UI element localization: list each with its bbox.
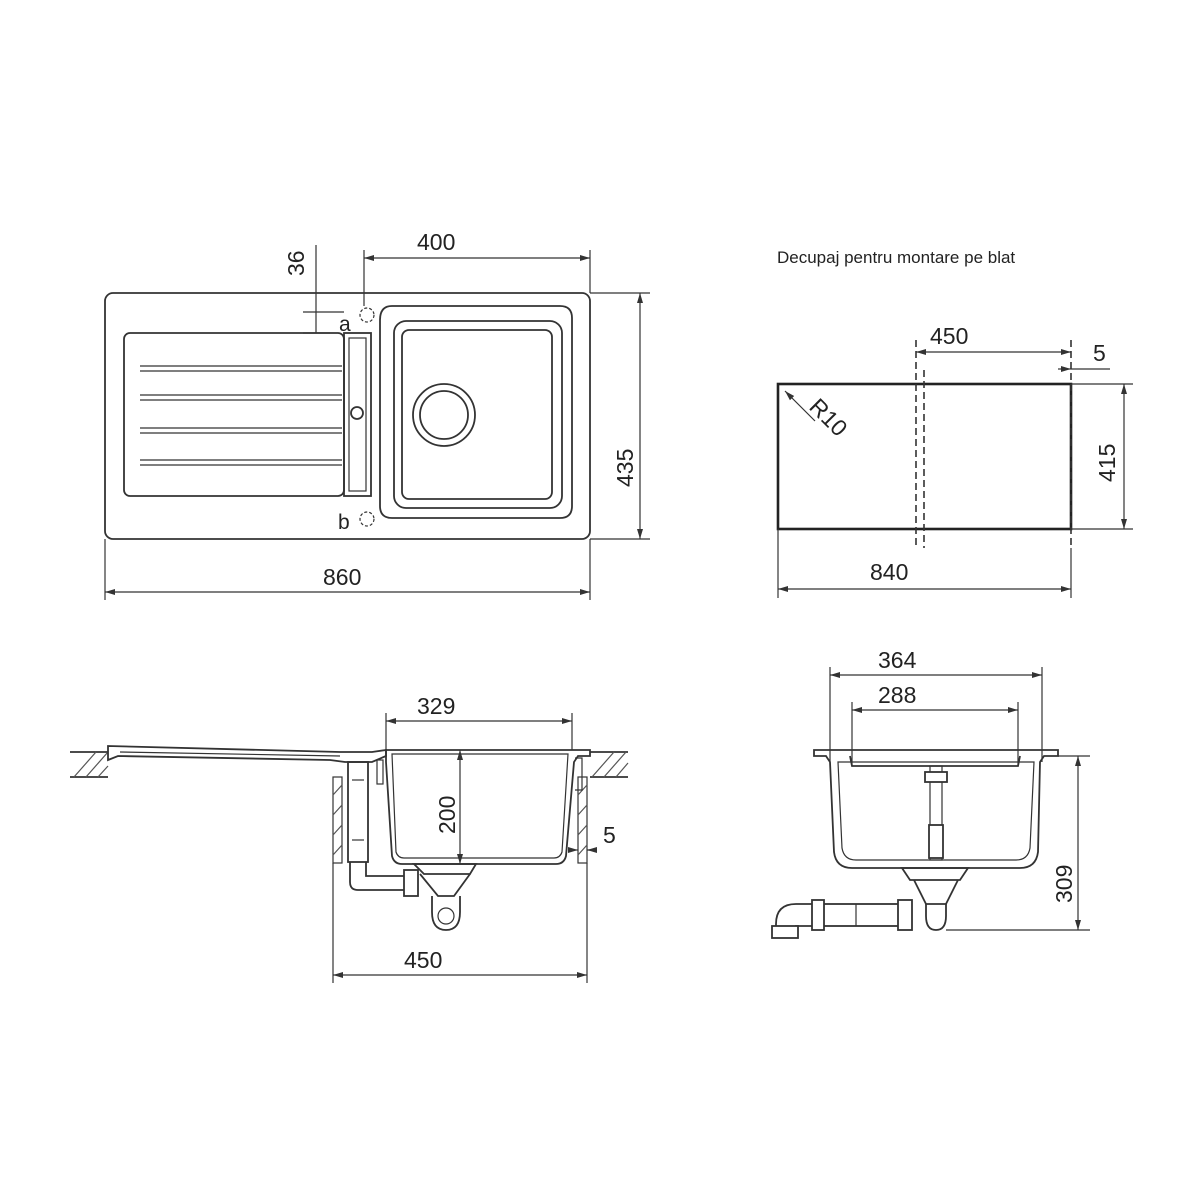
dim-329: 329 bbox=[417, 693, 455, 719]
dim-side-450: 450 bbox=[404, 947, 442, 973]
countertop-left bbox=[70, 751, 109, 778]
sink-end-view: 364 288 309 bbox=[771, 647, 1090, 939]
overflow-hole bbox=[350, 406, 364, 420]
sink-outer-outline bbox=[104, 292, 591, 540]
dim-side-5: 5 bbox=[603, 822, 616, 848]
sink-side-view: 329 200 5 450 bbox=[70, 693, 629, 983]
dim-288: 288 bbox=[878, 682, 916, 708]
dim-r10: R10 bbox=[804, 393, 852, 441]
overflow-pipe bbox=[347, 761, 369, 863]
drainer-profile bbox=[107, 745, 387, 763]
bowl-outer bbox=[393, 320, 563, 509]
dim-435: 435 bbox=[612, 449, 638, 487]
sink-top-view: a b 36 400 435 860 bbox=[104, 229, 650, 600]
dim-309: 309 bbox=[1051, 865, 1077, 903]
dim-cutout-450: 450 bbox=[930, 323, 968, 349]
dim-cutout-5: 5 bbox=[1093, 340, 1106, 366]
bowl-profile bbox=[385, 749, 591, 865]
drain-fitting bbox=[403, 869, 419, 897]
tap-hole-b bbox=[359, 511, 375, 527]
overflow-strip bbox=[343, 332, 372, 497]
center-support bbox=[929, 765, 943, 861]
cabinet-wall-left bbox=[332, 776, 343, 983]
cutout-title: Decupaj pentru montare pe blat bbox=[777, 248, 1015, 267]
dim-400: 400 bbox=[417, 229, 455, 255]
label-b: b bbox=[338, 511, 350, 534]
drain-inner-icon bbox=[419, 390, 469, 440]
drain-outer-icon bbox=[412, 383, 476, 447]
waste-pipe bbox=[819, 903, 905, 927]
dim-840: 840 bbox=[870, 559, 908, 585]
cabinet-wall-right bbox=[577, 776, 588, 983]
dim-415: 415 bbox=[1094, 444, 1120, 482]
end-drain-body bbox=[900, 867, 970, 881]
dim-36: 36 bbox=[283, 250, 309, 276]
drainer-board bbox=[123, 332, 345, 497]
bowl-inner bbox=[401, 329, 553, 500]
bowl-rim bbox=[379, 305, 573, 519]
end-rim bbox=[813, 749, 1059, 869]
cutout-view: Decupaj pentru montare pe blat R10 450 5… bbox=[776, 248, 1133, 598]
dim-364: 364 bbox=[878, 647, 917, 673]
drain-body bbox=[411, 863, 478, 875]
dim-860: 860 bbox=[323, 564, 361, 590]
dim-200: 200 bbox=[434, 796, 460, 834]
countertop-right bbox=[590, 751, 629, 778]
label-a: a bbox=[339, 313, 351, 336]
tap-hole-a bbox=[359, 307, 375, 323]
